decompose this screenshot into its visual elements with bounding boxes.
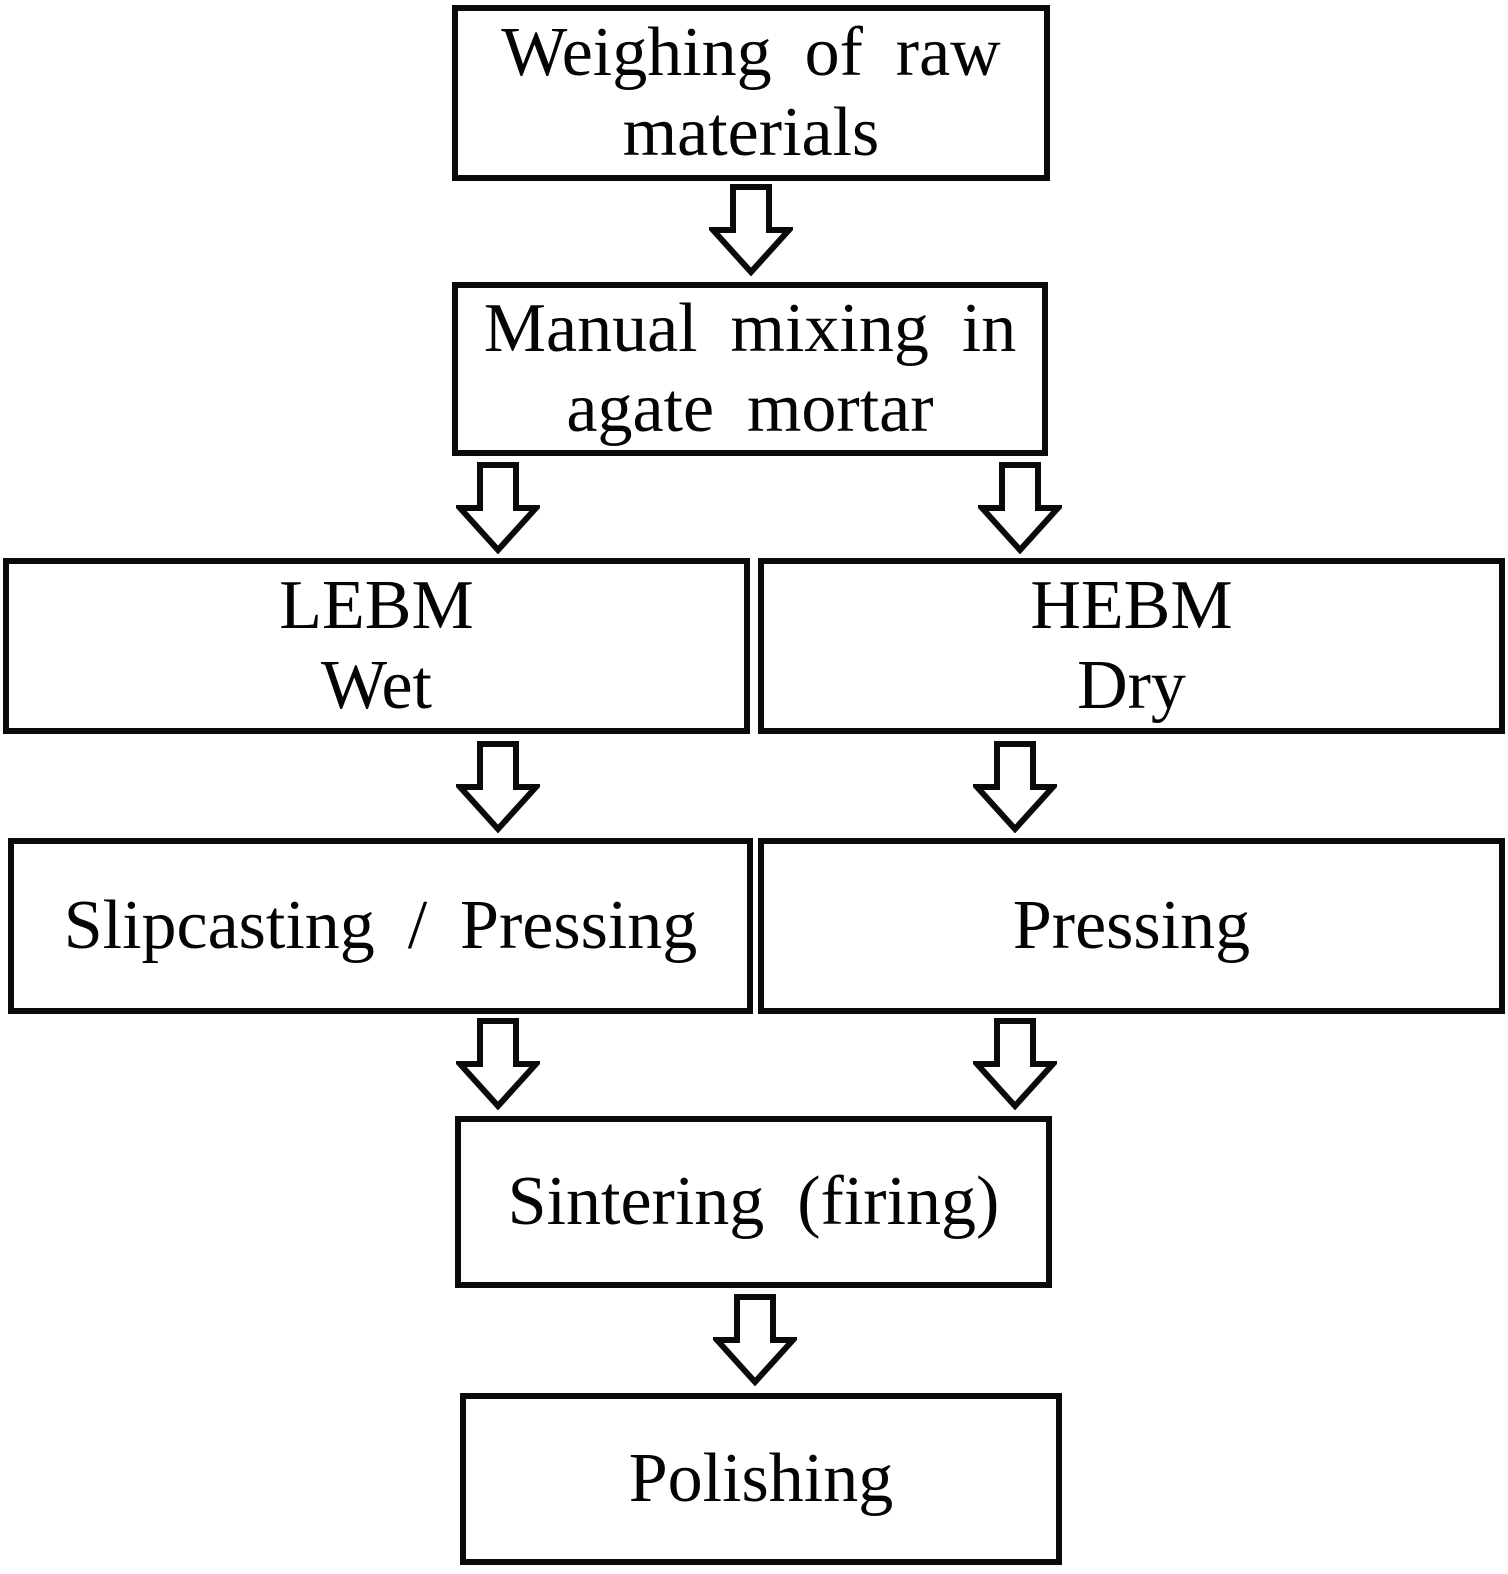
node-label-line: Wet (321, 647, 432, 724)
down-block-arrow-icon (456, 462, 540, 554)
node-slipcasting-pressing: Slipcasting / Pressing (8, 838, 753, 1014)
node-label-line: Sintering (firing) (507, 1163, 1000, 1240)
node-label-line: LEBM (279, 567, 474, 644)
node-weighing-of-raw-materials: Weighing of raw materials (452, 5, 1050, 181)
node-polishing: Polishing (460, 1393, 1062, 1565)
node-hebm-dry: HEBM Dry (758, 558, 1505, 734)
node-lebm-wet: LEBM Wet (3, 558, 750, 734)
node-sintering-firing: Sintering (firing) (455, 1116, 1052, 1288)
node-manual-mixing-in-agate-mortar: Manual mixing in agate mortar (452, 282, 1048, 456)
down-block-arrow-icon (456, 741, 540, 833)
down-block-arrow-icon (709, 184, 793, 276)
node-label-line: Slipcasting / Pressing (63, 887, 698, 964)
node-pressing: Pressing (758, 838, 1505, 1014)
down-block-arrow-icon (456, 1018, 540, 1110)
node-label-line: Weighing of raw (501, 14, 1001, 91)
node-label-line: Dry (1077, 647, 1186, 724)
node-label-line: Manual mixing in (483, 290, 1017, 367)
node-label-line: Pressing (1012, 887, 1251, 964)
down-block-arrow-icon (978, 462, 1062, 554)
down-block-arrow-icon (973, 1018, 1057, 1110)
node-label-line: Polishing (628, 1440, 894, 1517)
down-block-arrow-icon (713, 1294, 797, 1386)
down-block-arrow-icon (973, 741, 1057, 833)
node-label-line: HEBM (1030, 567, 1233, 644)
node-label-line: agate mortar (566, 370, 934, 447)
node-label-line: materials (622, 94, 880, 171)
